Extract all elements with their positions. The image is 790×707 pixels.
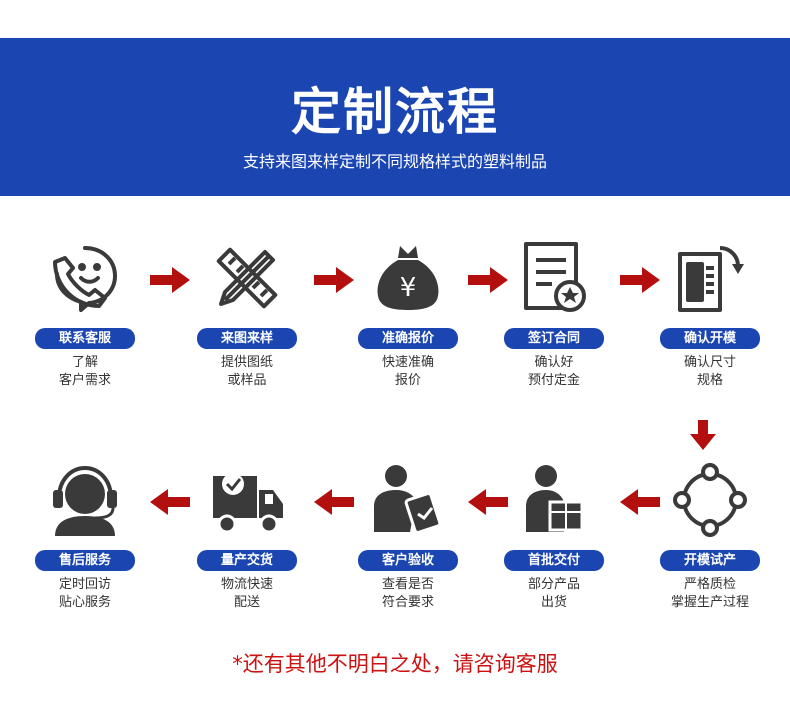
step-desc: 部分产品出货 [527,577,580,610]
step-desc: 确认尺寸规格 [683,355,736,388]
person-tablet-icon [370,462,446,538]
step-label: 确认开模 [660,328,760,349]
person-box-icon [516,462,592,538]
arrow-left-icon [620,489,660,515]
step-label: 联系客服 [35,328,135,349]
header-banner [0,38,790,196]
cycle-nodes-icon [672,462,748,538]
step-desc: 快速准确报价 [381,355,434,388]
step-label: 准确报价 [358,328,458,349]
delivery-truck-icon [209,462,285,538]
arrow-left-icon [468,489,508,515]
page-subtitle: 支持来图来样定制不同规格样式的塑料制品 [242,152,547,171]
step-desc: 定时回访贴心服务 [58,577,111,610]
arrow-down-icon [690,420,716,450]
step-label: 售后服务 [35,550,135,571]
step-label: 首批交付 [504,550,604,571]
arrow-left-icon [150,489,190,515]
step-desc: 严格质检掌握生产过程 [670,577,749,610]
step-label: 客户验收 [358,550,458,571]
svg-text:¥: ¥ [400,273,417,303]
arrow-right-icon [314,267,354,293]
phone-smile-icon [47,240,123,316]
step-desc: 了解客户需求 [58,355,111,388]
headset-agent-icon [47,462,123,538]
contract-icon [516,240,592,316]
document-refresh-icon [672,240,748,316]
pencil-ruler-icon [209,240,285,316]
arrow-right-icon [468,267,508,293]
footer-note: *还有其他不明白之处，请咨询客服 [232,652,558,676]
step-label: 签订合同 [504,328,604,349]
page-title: 定制流程 [291,83,499,141]
step-desc: 查看是否符合要求 [381,577,434,610]
arrow-right-icon [620,267,660,293]
step-desc: 提供图纸或样品 [220,355,273,388]
arrow-left-icon [314,489,354,515]
step-desc: 确认好预付定金 [527,355,580,388]
step-desc: 物流快速配送 [220,577,273,610]
step-label: 来图来样 [197,328,297,349]
money-bag-icon: ¥ [370,240,446,316]
arrow-right-icon [150,267,190,293]
step-label: 开模试产 [660,550,760,571]
step-label: 量产交货 [197,550,297,571]
